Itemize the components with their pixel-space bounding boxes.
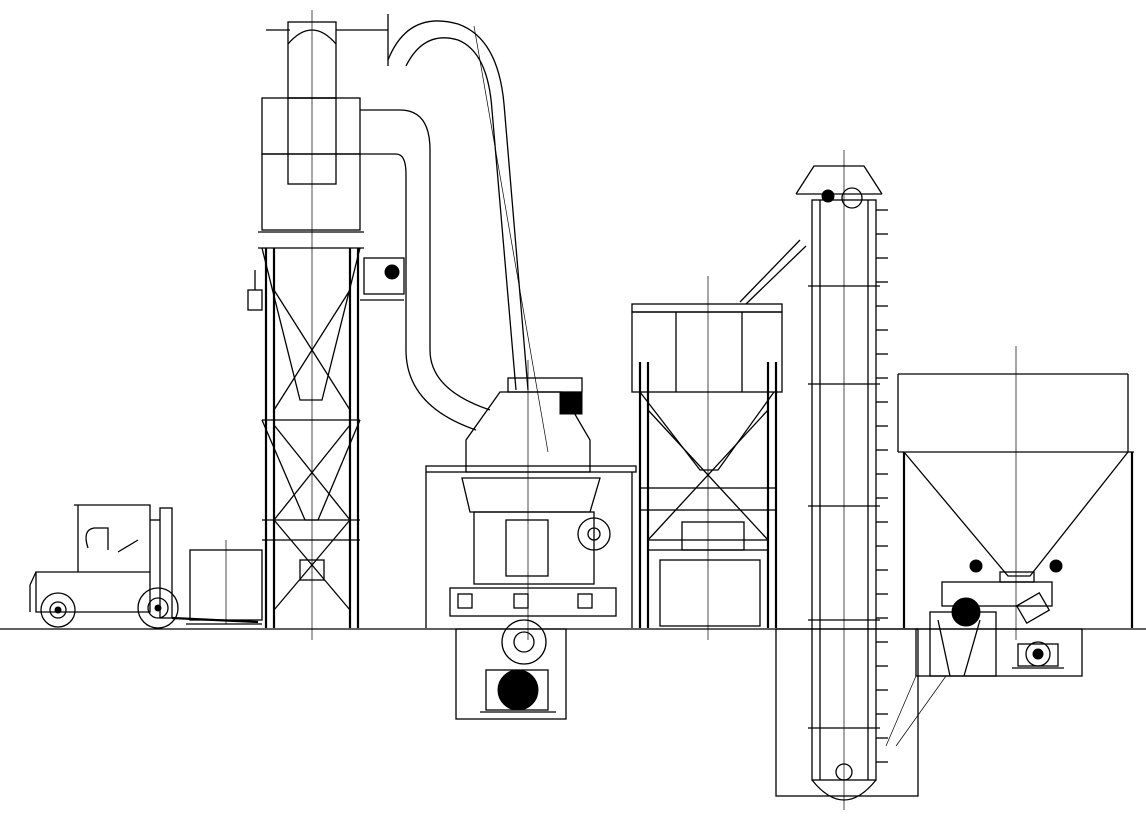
air-duct [360,20,549,453]
crusher-pit [885,628,1083,747]
bucket-elevator [739,150,883,810]
jaw-crusher [929,581,1064,677]
forklift [29,504,259,629]
elevator-scale-ticks [876,209,888,763]
bulk-bag [186,540,263,625]
mill-foundation-pit [455,628,567,720]
feed-bin [897,346,1134,640]
storage-hopper [631,276,783,640]
mill-drive-motor [480,619,556,713]
grinding-mill [425,360,637,640]
elevator-pit [775,628,919,797]
cyclone-collector [247,10,405,640]
